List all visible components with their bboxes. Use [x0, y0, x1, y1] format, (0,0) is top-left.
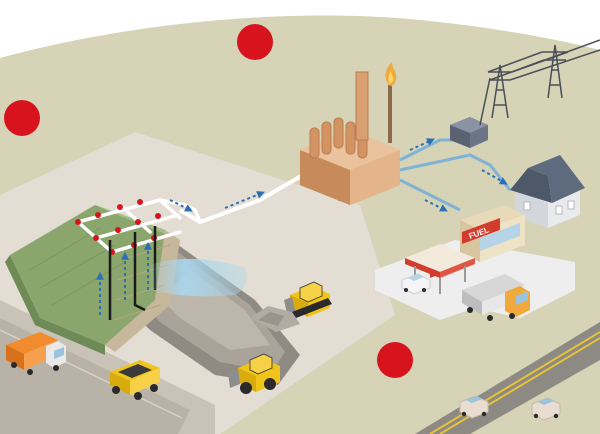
gas-processing-plant-icon: [300, 71, 400, 205]
transformer-icon: [450, 117, 488, 148]
house-icon: [510, 155, 585, 228]
car-icon: [531, 397, 561, 421]
gas-pipeline: [178, 166, 317, 224]
tanker-truck-icon: [462, 274, 530, 321]
hotspot-marker[interactable]: [237, 24, 273, 60]
pipeline-flow-arrows: [169, 191, 265, 212]
hotspot-marker[interactable]: [377, 342, 413, 378]
garbage-truck-icon: [6, 332, 66, 375]
wheel-loader-icon: [228, 353, 280, 394]
power-pylon-icon: [479, 39, 600, 126]
car-icon: [401, 273, 431, 295]
flare-stack-icon: [385, 62, 397, 143]
car-icon: [459, 395, 489, 419]
distribution-flow-arrows: [409, 138, 508, 212]
rubble-pile: [250, 306, 300, 332]
dump-truck-icon: [110, 360, 160, 400]
hotspot-marker[interactable]: [4, 100, 40, 136]
upward-gas-flow-arrows: [96, 241, 152, 315]
landfill-site: [0, 132, 395, 434]
bulldozer-icon: [284, 281, 332, 318]
plant-chimney: [355, 71, 369, 141]
gas-plume: [150, 258, 247, 297]
